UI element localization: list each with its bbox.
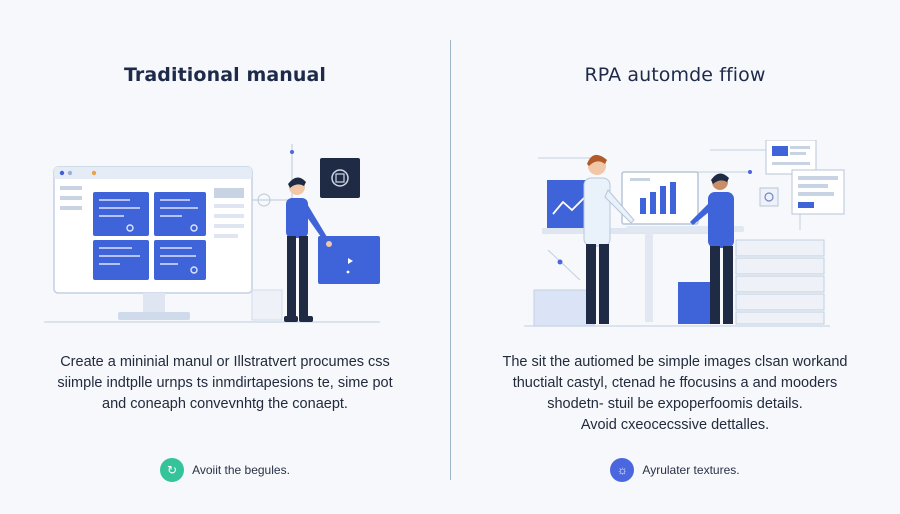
manual-description-line: and coneaph convevnhtg the conaept. <box>102 396 348 412</box>
dashboard-screen-icon <box>621 171 699 225</box>
globe-icon: ☼ <box>610 458 635 482</box>
manual-description-line: Create a mininial manul or Illstratvert … <box>60 354 390 370</box>
person-figure-icon <box>583 154 635 324</box>
server-cabinet-icon <box>735 239 825 325</box>
person-figure-icon <box>284 177 332 322</box>
rpa-title: RPA automde ffiow <box>584 64 766 86</box>
document-window-icon <box>791 169 845 215</box>
refresh-icon: ↻ <box>160 458 185 482</box>
computer-monitor-icon <box>53 166 253 320</box>
rpa-panel: RPA automde ffiow <box>450 0 900 514</box>
rpa-description-line: shodetn- stuil be expoperfoomis details. <box>547 396 803 412</box>
rpa-description-line: The sit the autiomed be simple images cl… <box>502 354 848 370</box>
manual-panel: Traditional manual <box>0 64 450 482</box>
person-figure-icon <box>690 173 734 324</box>
manual-footer-text: Avoiit the begules. <box>192 463 290 477</box>
image-badge-icon <box>320 158 360 198</box>
manual-description: Create a mininial manul or Illstratvert … <box>0 352 450 415</box>
panel-divider <box>450 40 451 480</box>
rpa-illustration <box>524 140 845 327</box>
manual-title: Traditional manual <box>123 64 327 86</box>
rpa-description-line: thuctialt castyl, ctenad he ffocusins a … <box>512 375 838 391</box>
manual-description-line: siimple indtplle urnps ts inmdirtapesion… <box>57 375 393 391</box>
rpa-footer: ☼ Ayrulater textures. <box>450 458 900 482</box>
rpa-description-line: Avoid cxeocecssive dettalles. <box>580 417 770 433</box>
manual-illustration <box>44 144 380 323</box>
rpa-footer-text: Ayrulater textures. <box>642 463 740 477</box>
manual-footer: ↻ Avoiit the begules. <box>0 458 450 482</box>
document-window-icon <box>765 140 817 175</box>
rpa-description: The sit the autiomed be simple images cl… <box>450 352 900 436</box>
